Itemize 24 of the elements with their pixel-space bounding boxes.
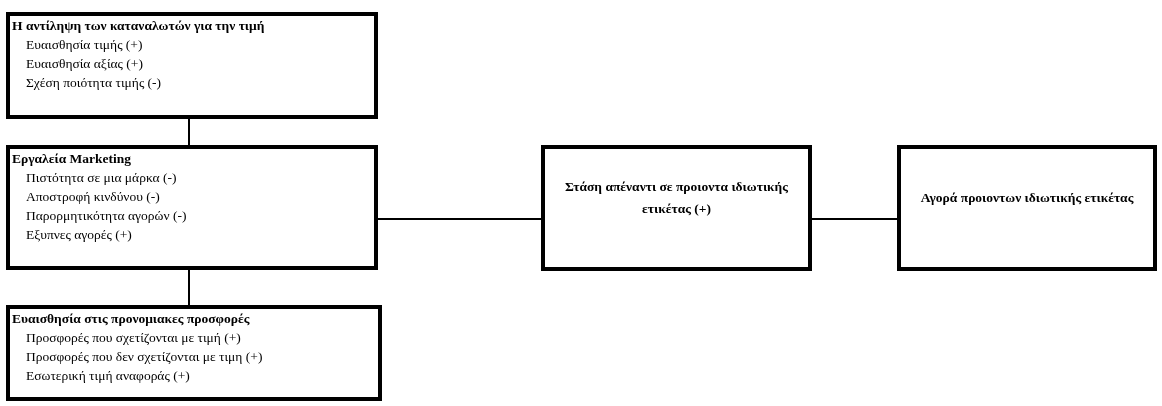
text-box — [6, 145, 378, 270]
connector-line — [377, 218, 542, 220]
box-heading: Αγορά προιοντων ιδιωτικής ετικέτας — [919, 189, 1135, 208]
list-item: Αποστροφή κινδύνου (-) — [26, 189, 161, 205]
text-box — [541, 145, 812, 271]
connector-line — [188, 269, 190, 306]
list-item: Πιστότητα σε μια μάρκα (-) — [26, 170, 178, 186]
list-item: Παρορμητικότητα αγορών (-) — [26, 208, 188, 224]
list-item: Σχέση ποιότητα τιμής (-) — [26, 75, 163, 91]
text-box — [6, 12, 378, 119]
text-box — [897, 145, 1157, 271]
list-item: Ευαισθησία τιμής (+) — [26, 37, 144, 53]
connector-line — [188, 118, 190, 146]
list-item: Ευαισθησία αξίας (+) — [26, 56, 144, 72]
list-item: Προσφορές που δεν σχετίζονται με τιμη (+) — [26, 349, 264, 365]
box-heading: Η αντίληψη των καταναλωτών για την τιμή — [12, 18, 266, 34]
list-item: Εξυπνες αγορές (+) — [26, 227, 133, 243]
list-item: Προσφορές που σχετίζονται με τιμή (+) — [26, 330, 242, 346]
box-heading: Ευαισθησία στις προνομιακες προσφορές — [12, 311, 251, 327]
box-heading: Εργαλεία Marketing — [12, 151, 133, 167]
connector-line — [811, 218, 898, 220]
box-heading: Στάση απέναντι σε προιοντα ιδιωτικής ετικέτας (+) — [564, 178, 789, 218]
text-box — [6, 305, 382, 401]
list-item: Εσωτερική τιμή αναφοράς (+) — [26, 368, 191, 384]
